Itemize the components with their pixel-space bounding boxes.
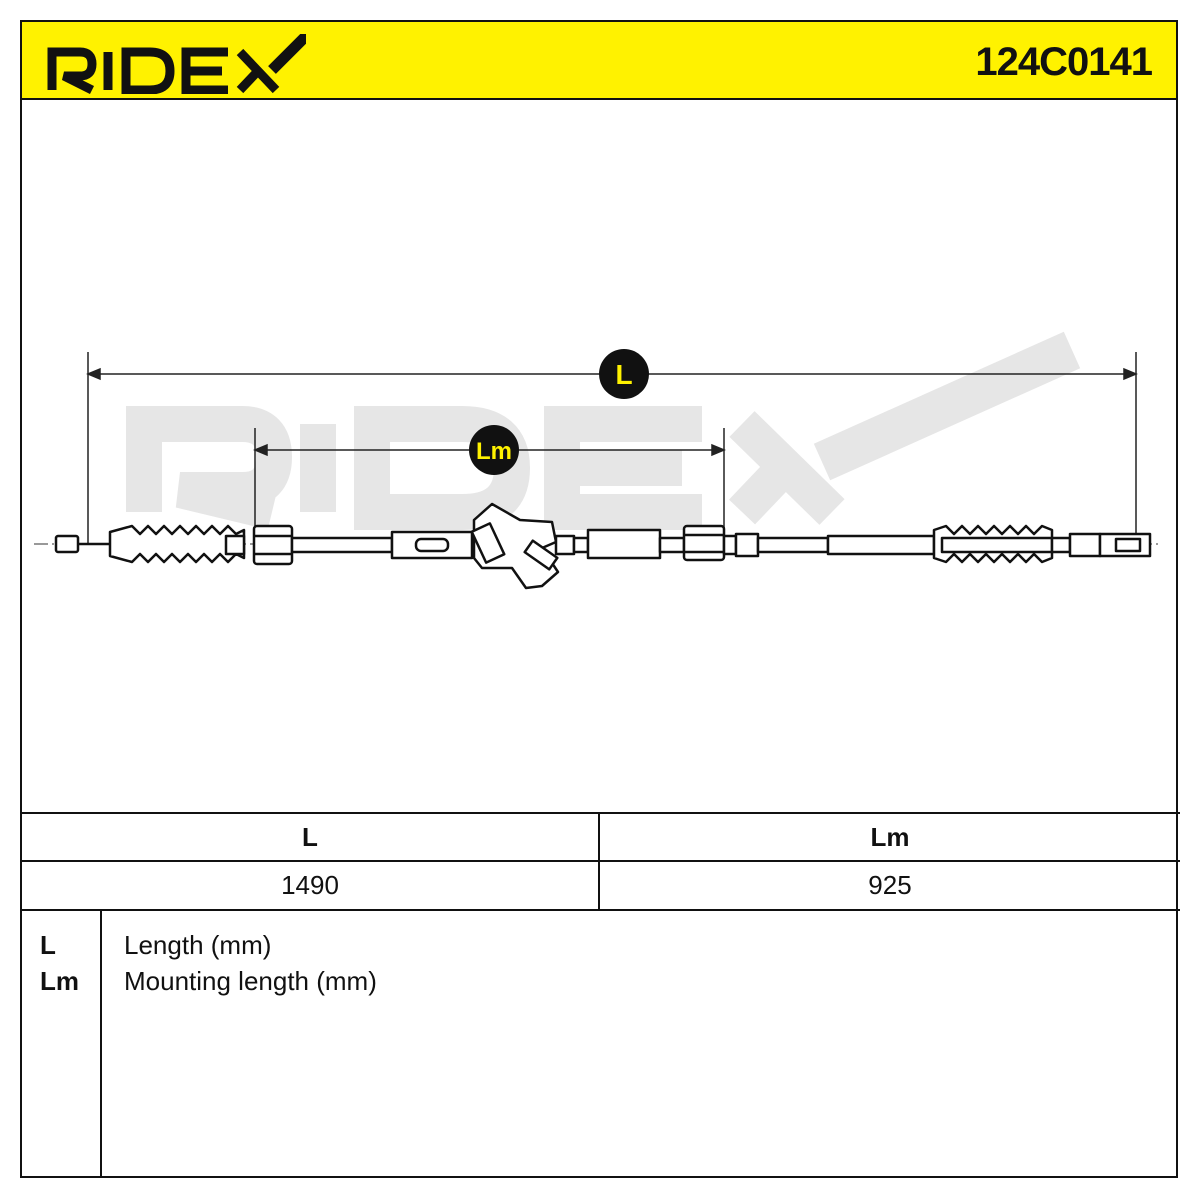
table-mid-border — [20, 860, 1180, 862]
dimension-L-badge: L — [599, 349, 649, 399]
dimension-Lm-label: Lm — [476, 438, 512, 465]
dimension-L-label: L — [615, 359, 632, 390]
cable-assembly — [54, 502, 1152, 590]
ridex-logo — [47, 34, 306, 94]
table-header-L: L — [302, 821, 318, 852]
legend-desc-Lm: Mounting length (mm) — [124, 966, 377, 996]
dimension-Lm-badge: Lm — [469, 425, 519, 475]
table-top-border — [20, 812, 1180, 814]
table-column-divider — [598, 812, 600, 910]
part-number: 124C0141 — [975, 40, 1153, 84]
table-header-Lm: Lm — [870, 821, 910, 852]
legend-desc-L: Length (mm) — [124, 930, 272, 960]
table-value-Lm: 925 — [868, 870, 912, 900]
cable-drawing: L Lm — [34, 331, 1162, 590]
table-bottom-border — [20, 909, 1180, 911]
watermark-logo — [126, 331, 1081, 530]
legend-key-Lm: Lm — [40, 966, 79, 996]
legend-divider — [100, 910, 102, 1178]
table-value-L: 1490 — [281, 870, 339, 900]
header-bar: 124C0141 — [20, 20, 1178, 100]
legend-key-L: L — [40, 930, 56, 960]
